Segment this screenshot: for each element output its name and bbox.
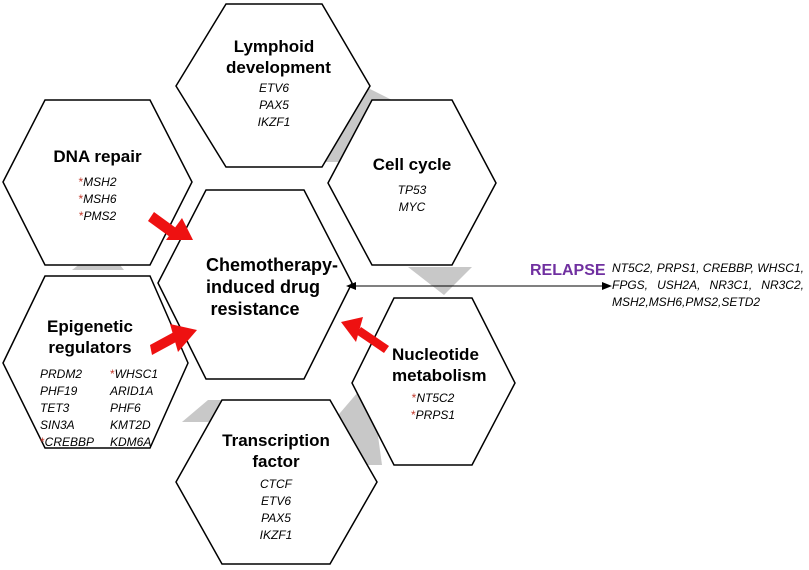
epigenetic-title-line-2: regulators bbox=[48, 338, 132, 357]
transcription-title: Transcription factor bbox=[208, 430, 344, 472]
transcription-gene: ETV6 bbox=[260, 494, 291, 508]
arrow-nucleotide-to-center bbox=[341, 317, 389, 353]
relapse-gene: SETD2 bbox=[721, 295, 761, 309]
transcription-gene: IKZF1 bbox=[259, 528, 293, 542]
nucleotide-gene-list: *NT5C2 *PRPS1 bbox=[394, 390, 472, 424]
transcription-gene-list: CTCF ETV6 PAX5 IKZF1 bbox=[222, 476, 330, 544]
epigenetic-gene-list-left: PRDM2 PHF19 TET3 SIN3A *CREBBP bbox=[40, 366, 94, 451]
cell-cycle-gene: TP53 bbox=[397, 183, 427, 197]
dna-repair-title-line-1: DNA repair bbox=[53, 147, 142, 166]
relapse-gene: NT5C2, bbox=[612, 261, 654, 275]
epigenetic-gene: ARID1A bbox=[110, 384, 154, 398]
relapse-gene: WHSC1, bbox=[757, 261, 804, 275]
center-title: Chemotherapy- induced drug resistance bbox=[206, 254, 339, 320]
nucleotide-title-line-1: Nucleotide bbox=[392, 345, 479, 364]
hexagon-nucleotide bbox=[351, 297, 516, 466]
center-title-line-1: Chemotherapy- bbox=[206, 255, 339, 275]
relapse-gene: MSH2, bbox=[612, 295, 649, 309]
dna-repair-gene: *MSH2 bbox=[78, 175, 117, 189]
hexagon-cell-cycle bbox=[327, 99, 497, 266]
lymphoid-gene: ETV6 bbox=[258, 81, 289, 95]
arrow-epigenetic-to-center bbox=[150, 324, 197, 355]
relapse-gene: USH2A, bbox=[657, 278, 701, 292]
relapse-gene: MSH6, bbox=[648, 295, 686, 309]
epigenetic-gene: KMT2D bbox=[110, 418, 151, 432]
hexagon-lymphoid bbox=[175, 3, 371, 168]
center-title-line-3: resistance bbox=[210, 299, 300, 319]
relapse-double-arrow bbox=[346, 282, 612, 290]
relapse-gene: FPGS, bbox=[612, 278, 649, 292]
lymphoid-title-line-1: Lymphoid bbox=[233, 37, 315, 56]
transcription-gene: PAX5 bbox=[261, 511, 291, 525]
relapse-gene: NR3C1, bbox=[709, 278, 753, 292]
dna-repair-title: DNA repair bbox=[45, 146, 150, 167]
lymphoid-title: Lymphoid development bbox=[226, 36, 331, 78]
relapse-gene-list: NT5C2, PRPS1, CREBBP, WHSC1, FPGS, USH2A… bbox=[612, 260, 804, 311]
transcription-title-line-2: factor bbox=[252, 452, 300, 471]
center-title-line-2: induced drug bbox=[206, 277, 320, 297]
dna-repair-gene: *PMS2 bbox=[78, 209, 117, 223]
lymphoid-title-line-2: development bbox=[226, 58, 331, 77]
arrow-dna-repair-to-center bbox=[148, 212, 193, 240]
cell-cycle-title-line-1: Cell cycle bbox=[372, 155, 452, 174]
transcription-gene: CTCF bbox=[260, 477, 292, 491]
lymphoid-gene-list: ETV6 PAX5 IKZF1 bbox=[226, 80, 322, 131]
relapse-label: RELAPSE bbox=[530, 262, 606, 279]
epigenetic-title-line-1: Epigenetic bbox=[47, 317, 133, 336]
epigenetic-gene: *CREBBP bbox=[40, 435, 95, 449]
hexagon-epigenetic bbox=[2, 275, 189, 449]
hexagon-center bbox=[157, 189, 353, 380]
epigenetic-title: Epigenetic regulators bbox=[30, 316, 150, 358]
epigenetic-gene: SIN3A bbox=[40, 418, 75, 432]
cell-cycle-title: Cell cycle bbox=[372, 154, 452, 175]
lymphoid-gene: IKZF1 bbox=[257, 115, 291, 129]
relapse-gene: NR3C2, bbox=[761, 278, 804, 292]
lymphoid-gene: PAX5 bbox=[259, 98, 289, 112]
hexagon-transcription bbox=[175, 399, 378, 565]
nucleotide-gene: *NT5C2 bbox=[411, 391, 455, 405]
epigenetic-gene: *WHSC1 bbox=[110, 367, 159, 381]
nucleotide-title: Nucleotide metabolism bbox=[392, 344, 487, 386]
nucleotide-gene: *PRPS1 bbox=[410, 408, 456, 422]
relapse-gene: CREBBP, bbox=[702, 261, 754, 275]
nucleotide-title-line-2: metabolism bbox=[392, 366, 487, 385]
epigenetic-gene: PHF6 bbox=[110, 401, 141, 415]
relapse-gene-row: MSH2, MSH6, PMS2, SETD2 bbox=[612, 294, 760, 311]
relapse-gene: PMS2, bbox=[685, 295, 722, 309]
epigenetic-gene: KDM6A bbox=[110, 435, 152, 449]
relapse-gene: PRPS1, bbox=[656, 261, 700, 275]
relapse-gene-row: NT5C2, PRPS1, CREBBP, WHSC1, bbox=[612, 260, 804, 277]
dna-repair-gene-list: *MSH2 *MSH6 *PMS2 bbox=[45, 174, 150, 225]
epigenetic-gene: PRDM2 bbox=[40, 367, 83, 381]
epigenetic-gene: TET3 bbox=[40, 401, 70, 415]
epigenetic-gene-list-right: *WHSC1 ARID1A PHF6 KMT2D KDM6A bbox=[110, 366, 158, 451]
dna-repair-gene: *MSH6 bbox=[78, 192, 117, 206]
relapse-gene-row: FPGS, USH2A, NR3C1, NR3C2, bbox=[612, 277, 804, 294]
connector-cellcycle-nucleotide bbox=[408, 267, 472, 295]
epigenetic-gene: PHF19 bbox=[40, 384, 78, 398]
transcription-title-line-1: Transcription bbox=[222, 431, 330, 450]
hexagon-dna-repair bbox=[2, 99, 193, 266]
cell-cycle-gene: MYC bbox=[398, 200, 426, 214]
cell-cycle-gene-list: TP53 MYC bbox=[372, 182, 452, 216]
